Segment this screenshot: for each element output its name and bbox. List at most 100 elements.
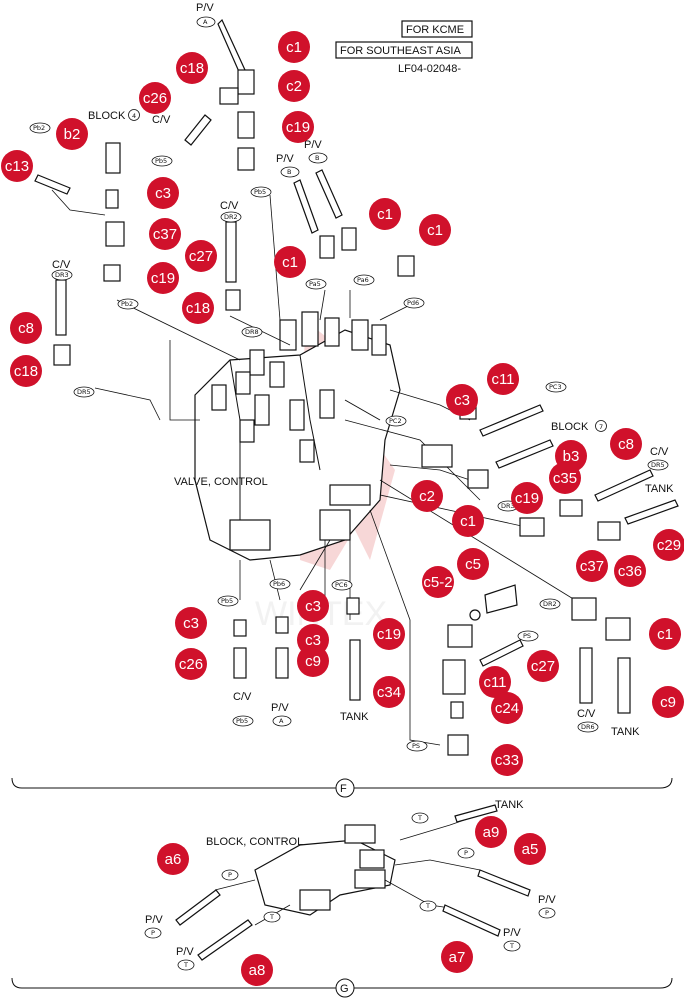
callout-label: c3: [305, 598, 321, 615]
callout-c19: c19: [147, 262, 179, 294]
callout-c27: c27: [185, 240, 217, 272]
control-block-g: [175, 804, 531, 961]
callout-label: c18: [14, 363, 38, 380]
callout-circle: [175, 607, 207, 639]
labels-f: P/V A BLOCK 4 C/V Pb5 Pb2 Pb5 P/V B P/V …: [29, 2, 674, 752]
section-g-bracket: G: [11, 977, 673, 998]
callout-circle: [576, 550, 608, 582]
callout-c29: c29: [653, 529, 684, 561]
cv-label-pb5: C/V: [152, 114, 171, 126]
port-dr8: DR8: [245, 328, 259, 336]
callout-label: c18: [180, 60, 204, 77]
callout-c9: c9: [652, 686, 684, 718]
callout-circle: [139, 82, 171, 114]
callout-label: c34: [377, 684, 401, 701]
callout-label: c1: [657, 626, 673, 643]
callout-circle: [419, 214, 451, 246]
callout-label: c11: [491, 371, 514, 388]
port-pb6: Pb6: [273, 580, 285, 588]
callout-c36: c36: [614, 555, 646, 587]
callout-circle: [56, 118, 88, 150]
callout-circle: [475, 816, 507, 848]
callout-label: b3: [563, 448, 580, 465]
port-pb2-left: Pb2: [33, 124, 45, 132]
callout-label: c19: [377, 626, 401, 643]
callout-label: c27: [189, 248, 213, 265]
callout-circle: [411, 480, 443, 512]
port-dr5-right: DR5: [651, 461, 665, 469]
callout-label: c9: [660, 694, 676, 711]
callout-circle: [446, 384, 478, 416]
port-p-g1: P: [464, 849, 468, 857]
drawing-code: LF04-02048-: [398, 63, 461, 75]
callout-circle: [511, 482, 543, 514]
callout-label: c29: [657, 537, 681, 554]
callout-c11: c11: [479, 666, 511, 698]
pv-label-g1: P/V: [538, 894, 556, 906]
callout-circle: [282, 111, 314, 143]
port-p-g3: P: [545, 909, 549, 917]
callout-circle: [297, 645, 329, 677]
callout-circle: [278, 70, 310, 102]
block4-number: 4: [132, 112, 136, 120]
callout-c24: c24: [491, 692, 523, 724]
callout-c34: c34: [373, 676, 405, 708]
callout-c18: c18: [176, 52, 208, 84]
callout-circle: [278, 31, 310, 63]
fittings: [34, 18, 679, 756]
callout-circle: [10, 312, 42, 344]
port-p-g4: P: [151, 929, 155, 937]
labels-g: BLOCK, CONTROL TANK T P P T T P/V P P/V …: [144, 799, 556, 971]
callout-circle: [369, 198, 401, 230]
callout-label: c27: [531, 658, 555, 675]
callout-b2: b2: [56, 118, 88, 150]
callout-circle: [649, 618, 681, 650]
pv-label-b2: P/V: [304, 139, 322, 151]
callout-label: c1: [282, 254, 298, 271]
port-pd6: Pd6: [407, 299, 419, 307]
port-t-g4: T: [183, 961, 188, 969]
callout-circle: [185, 240, 217, 272]
port-t-g2: T: [269, 913, 274, 921]
callout-circle: [610, 428, 642, 460]
port-t-g5: T: [509, 942, 514, 950]
section-f-bracket: F: [11, 777, 673, 798]
callout-circle: [441, 941, 473, 973]
callout-c26: c26: [175, 648, 207, 680]
callout-label: b2: [64, 126, 81, 143]
port-dr6: DR6: [581, 723, 595, 731]
port-dr5: DR5: [77, 388, 91, 396]
port-a-top: A: [203, 18, 208, 26]
section-g-label: G: [340, 983, 349, 995]
callout-circle: [297, 590, 329, 622]
callout-label: c3: [454, 392, 470, 409]
callout-label: c11: [483, 674, 506, 691]
port-dr2-top: DR2: [224, 213, 238, 221]
callout-c3: c3: [446, 384, 478, 416]
callout-label: a9: [483, 824, 500, 841]
port-ps-bottom: PS: [412, 742, 420, 750]
callout-circle: [373, 618, 405, 650]
callout-circle: [549, 462, 581, 494]
cv-label-bottom: C/V: [233, 691, 252, 703]
callout-label: c5: [465, 556, 481, 573]
callout-circle: [147, 262, 179, 294]
pv-label-bottom: P/V: [271, 702, 289, 714]
callout-a7: a7: [441, 941, 473, 973]
callout-circle: [457, 548, 489, 580]
callout-a5: a5: [514, 833, 546, 865]
callout-label: c1: [427, 222, 443, 239]
callout-circle: [1, 150, 33, 182]
callout-label: c9: [305, 653, 321, 670]
callout-label: c8: [618, 436, 634, 453]
callout-c19: c19: [511, 482, 543, 514]
block-control-label: BLOCK, CONTROL: [206, 836, 303, 848]
port-pc3: PC3: [549, 383, 562, 391]
callout-circle: [491, 692, 523, 724]
callout-c37: c37: [149, 218, 181, 250]
callout-label: c36: [618, 563, 642, 580]
callout-label: c19: [286, 119, 310, 136]
callout-c2: c2: [411, 480, 443, 512]
callout-c18: c18: [10, 355, 42, 387]
callout-circle: [241, 954, 273, 986]
